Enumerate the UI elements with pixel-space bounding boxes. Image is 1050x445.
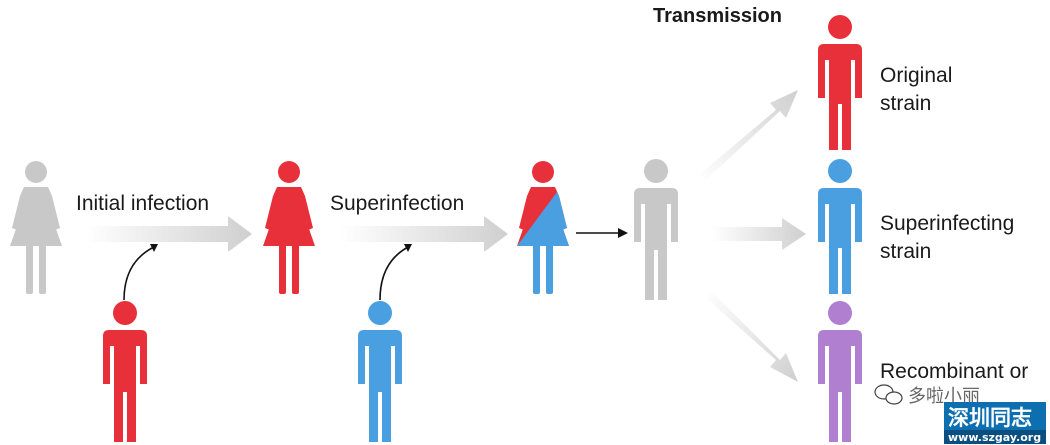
blue-source-man-figure	[358, 301, 402, 442]
original-strain-label-line1: Original	[880, 64, 952, 87]
transmission-arrow-original	[700, 90, 798, 180]
initial-infection-label: Initial infection	[76, 192, 209, 215]
dual-infected-woman-figure	[517, 161, 569, 294]
watermark: 多啦小丽 深圳同志 www.szgay.org	[874, 384, 1046, 444]
recombinant-man-figure	[818, 301, 862, 442]
transmission-label: Transmission	[653, 5, 782, 27]
infected-woman-figure	[263, 161, 315, 294]
watermark-caption: 多啦小丽	[908, 386, 980, 407]
uninfected-woman-figure	[10, 161, 62, 294]
transmission-arrow-recombinant	[706, 292, 798, 382]
superinfecting-strain-man-figure	[818, 159, 862, 294]
superinfecting-strain-label-line1: Superinfecting	[880, 212, 1014, 235]
progression-pointer	[576, 228, 628, 238]
wechat-icon	[874, 384, 903, 405]
superinfection-label: Superinfection	[330, 192, 464, 215]
blue-source-pointer	[379, 244, 412, 301]
superinfecting-strain-label-line2: strain	[880, 240, 931, 263]
recombinant-label-line1: Recombinant or	[880, 360, 1028, 383]
superinfection-arrow	[340, 216, 508, 252]
original-strain-man-figure	[818, 15, 862, 150]
watermark-url: www.szgay.org	[948, 431, 1041, 444]
recipient-man-figure	[634, 159, 678, 300]
watermark-brand: 深圳同志	[948, 406, 1032, 430]
initial-infection-arrow	[86, 216, 252, 252]
watermark-url-box	[944, 430, 1046, 444]
transmission-arrow-superinfecting	[712, 218, 806, 250]
red-source-man-figure	[103, 301, 147, 442]
watermark-brand-box	[944, 402, 1046, 430]
original-strain-label-line2: strain	[880, 92, 931, 115]
red-source-pointer	[123, 244, 158, 301]
